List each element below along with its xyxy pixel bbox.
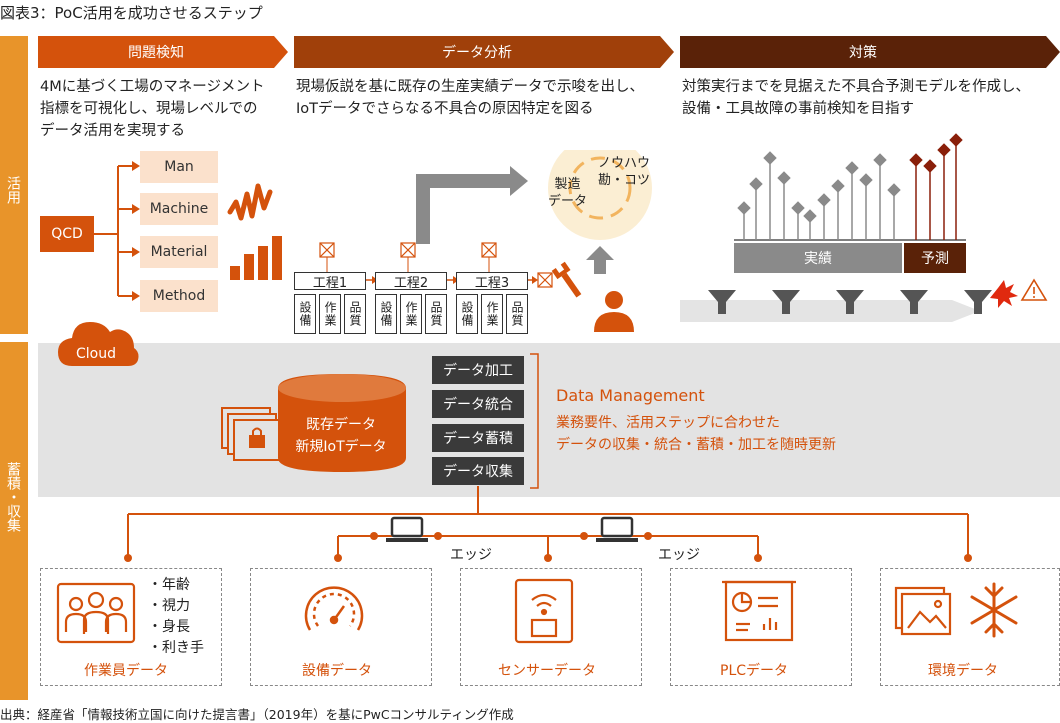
dm-store-button: データ蓄積: [432, 424, 524, 452]
warning-icon: [1020, 278, 1048, 301]
secure-folder-icon: [221, 407, 283, 461]
dm-collect-button: データ収集: [432, 457, 524, 485]
dm-integrate-button: データ統合: [432, 390, 524, 418]
data-management-panel: [38, 343, 1060, 497]
source-label-equipment: 設備データ: [302, 663, 372, 679]
wave-chart-icon: [227, 183, 273, 221]
database-label: 既存データ 新規IoTデータ: [295, 417, 387, 455]
process-2-cell-quality: 品質: [425, 294, 447, 334]
four-m-material: Material: [140, 236, 218, 268]
process-3-cell-equipment: 設備: [456, 294, 478, 334]
source-icons: [56, 578, 1018, 644]
stage-desc-detect: 4Mに基づく工場のマネージメント 指標を可視化し、現場レベルでの データ活用を実…: [40, 79, 265, 139]
snowflake-icon: [970, 582, 1018, 638]
source-label-environment: 環境データ: [928, 663, 998, 679]
plc-chart-icon: [722, 580, 796, 642]
big-arrow-icon: [416, 166, 528, 244]
source-sensor: [460, 568, 642, 686]
laptop-icon-2: [596, 516, 638, 542]
circle-label-data: 製造 データ: [548, 177, 588, 209]
dm-bracket: [530, 353, 539, 489]
x-box-icon-4: [537, 272, 553, 288]
side-label-utilize: 活用: [0, 36, 28, 334]
sensor-icon: [514, 578, 574, 644]
landscape-icon: [894, 586, 952, 636]
source-equipment: [250, 568, 432, 686]
gauge-icon: [304, 586, 364, 631]
analysis-graphics: [319, 150, 652, 332]
x-box-icon-2: [400, 242, 416, 258]
forecast-lollipops: [909, 133, 963, 240]
prediction-graphics: [680, 133, 1048, 322]
bar-chart-icon: [230, 236, 282, 280]
funnel-icons: [708, 290, 992, 314]
database-icon: [278, 374, 406, 472]
source-worker: [40, 568, 222, 686]
dm-title: Data Management: [556, 386, 705, 405]
stage-label-analysis: データ分析: [442, 45, 512, 61]
wrench-icon: [551, 261, 582, 298]
side-label-collect: 蓄積・収集: [0, 342, 28, 700]
process-1-cell-equipment: 設備: [294, 294, 316, 334]
circle-label-knowhow: ノウハウ 勘・コツ: [598, 156, 651, 188]
process-2-cell-equipment: 設備: [375, 294, 397, 334]
stage-chevrons: [38, 36, 1060, 68]
edge-network: [124, 486, 972, 562]
actual-bar: 実績: [734, 243, 902, 273]
process-1: 工程1: [294, 272, 366, 291]
actual-lollipops: [737, 151, 901, 240]
edge-label-1: エッジ: [450, 547, 492, 563]
laptop-icon-1: [386, 516, 428, 542]
x-box-icon-3: [481, 242, 497, 258]
figure-title: 図表3：PoC活用を成功させるステップ: [0, 4, 263, 22]
process-2: 工程2: [375, 272, 447, 291]
four-m-method: Method: [140, 280, 218, 312]
up-arrow-icon: [586, 246, 614, 274]
edge-label-2: エッジ: [658, 547, 700, 563]
process-1-cell-quality: 品質: [344, 294, 366, 334]
source-plc: [670, 568, 852, 686]
worker-attributes: ・年齢 ・視力 ・身長 ・利き手: [148, 577, 204, 656]
four-m-man: Man: [140, 151, 218, 183]
workers-icon: [56, 582, 136, 644]
four-m-machine: Machine: [140, 193, 218, 225]
source-note: 出典：経産省「情報技術立国に向けた提言書」（2019年）を基にPwCコンサルティ…: [0, 707, 514, 722]
source-label-plc: PLCデータ: [720, 663, 789, 679]
qcd-box: QCD: [40, 216, 94, 252]
process-2-cell-work: 作業: [400, 294, 422, 334]
stage-label-detect: 問題検知: [128, 45, 184, 61]
four-m-connectors: [94, 161, 282, 301]
dm-description: 業務要件、活用ステップに合わせた データの収集・統合・蓄積・加工を随時更新: [556, 415, 836, 453]
stage-label-measures: 対策: [849, 45, 877, 61]
source-label-sensor: センサーデータ: [498, 663, 596, 679]
database-graphics: [221, 374, 406, 472]
forecast-bar: 予測: [904, 243, 966, 273]
process-1-cell-work: 作業: [319, 294, 341, 334]
process-3: 工程3: [456, 272, 528, 291]
worker-icon: [594, 291, 634, 332]
cloud-label: Cloud: [76, 346, 116, 362]
stage-desc-analysis: 現場仮説を基に既存の生産実績データで示唆を出し、 IoTデータでさらなる不具合の…: [296, 79, 644, 117]
stage-desc-measures: 対策実行までを見据えた不具合予測モデルを作成し、 設備・工具故障の事前検知を目指…: [682, 79, 1030, 117]
burst-icon: [990, 280, 1018, 308]
process-3-cell-quality: 品質: [506, 294, 528, 334]
cloud-icon: [58, 322, 139, 366]
dm-process-button: データ加工: [432, 356, 524, 384]
process-3-cell-work: 作業: [481, 294, 503, 334]
source-label-worker: 作業員データ: [84, 663, 168, 679]
x-box-icon-1: [319, 242, 335, 258]
